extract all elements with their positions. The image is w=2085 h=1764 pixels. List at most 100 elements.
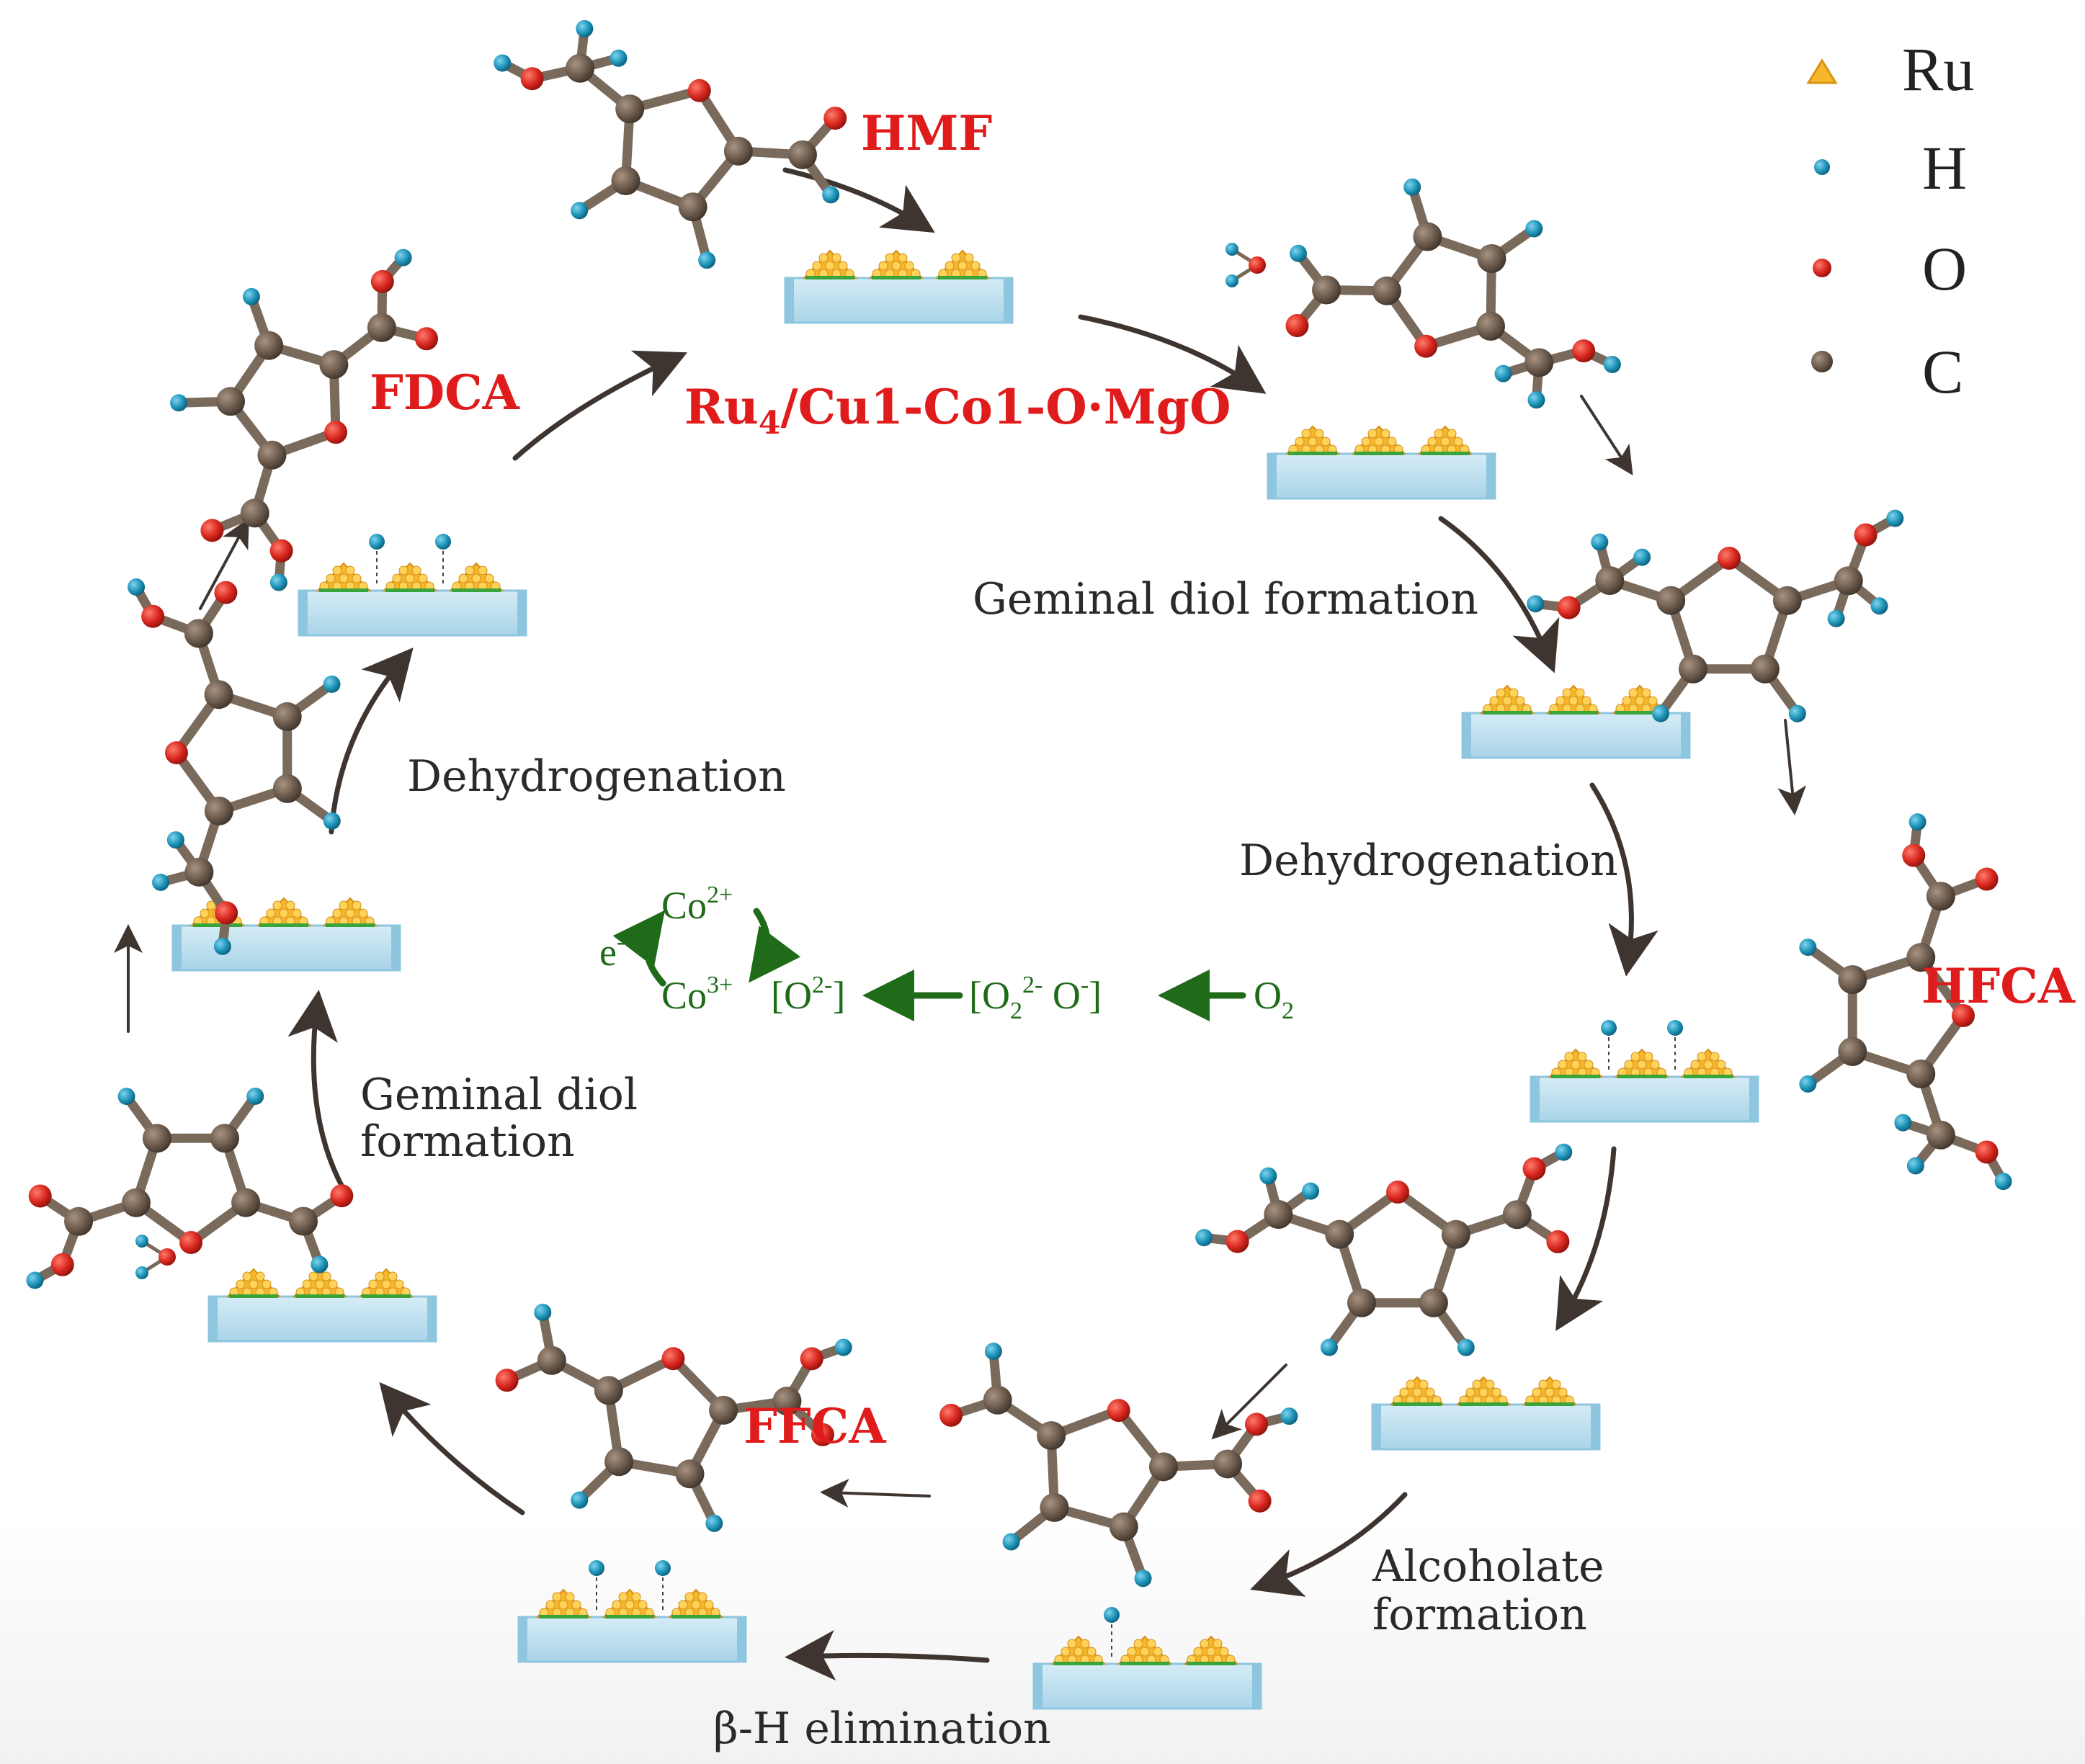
arrow-to-middle-bottom <box>1211 1364 1287 1440</box>
peroxo-open: [O <box>969 974 1010 1017</box>
step-labels: Geminal diol formation Dehydrogenation A… <box>360 574 1618 1754</box>
catalyst-support <box>207 1268 437 1343</box>
catalyst-support <box>1267 425 1496 500</box>
molecule-hmf <box>494 19 847 269</box>
hydroxide-reactant <box>1225 243 1266 287</box>
catalyst-subscript: 4 <box>759 405 781 442</box>
catalyst-supports <box>171 249 1759 1710</box>
arrow-alcoholate-formation <box>1250 1492 1408 1597</box>
electron-label: e- <box>599 928 625 974</box>
catalyst-support <box>784 249 1014 324</box>
ru-cluster <box>1117 1635 1173 1665</box>
oxide-species-label: [O2-] <box>771 972 845 1017</box>
ru-cluster <box>668 1588 724 1619</box>
step-dehydrogenation-right: Dehydrogenation <box>1239 836 1618 886</box>
co3-plus-label: Co3+ <box>661 972 733 1017</box>
catalyst-label: Ru4/Cu1-Co1-O·MgO <box>684 379 1231 442</box>
legend: Ru H O C <box>1806 35 1974 406</box>
hydroxide-reactant <box>135 1235 176 1279</box>
electron-charge: - <box>617 928 625 955</box>
oxide-close: ] <box>832 974 845 1017</box>
peroxo-species-label: [O22- O-] <box>969 972 1102 1024</box>
redox-cycle: Co2+ e- Co3+ [O2-] [O22- O-] O2 <box>599 882 1294 1024</box>
peroxo-close: ] <box>1089 974 1102 1017</box>
co2-charge: 2+ <box>707 882 733 908</box>
arrow-to-hfca <box>1777 719 1807 815</box>
molecules <box>26 19 2012 1588</box>
molecule-hfca <box>1799 813 2012 1191</box>
legend-label-ru: Ru <box>1902 35 1974 104</box>
arrow-to-geminal-right <box>1438 516 1560 673</box>
step-dehydrogenation-left: Dehydrogenation <box>407 751 786 802</box>
ru-cluster <box>1455 1376 1512 1406</box>
legend-c: C <box>1811 337 1963 406</box>
step-geminal-diol-right: Geminal diol formation <box>973 574 1478 624</box>
redox-curved-arrow-left <box>612 910 666 987</box>
legend-ru: Ru <box>1806 35 1974 104</box>
catalyst-ru: Ru <box>684 379 759 435</box>
catalyst-support <box>1530 1020 1759 1123</box>
ru-cluster <box>1417 425 1473 455</box>
molecule-fdca <box>170 249 439 591</box>
ru-cluster <box>382 562 438 592</box>
species-labels: HMF HFCA FFCA FDCA Ru4/Cu1-Co1-O·MgO <box>370 105 2076 1454</box>
molecule-alcoholate <box>1195 1143 1573 1356</box>
molecule-hmf-adsorbed <box>1285 178 1621 409</box>
ru-cluster <box>1183 1635 1239 1665</box>
catalyst-support <box>517 1560 747 1663</box>
arrow-to-left-bottom <box>379 1382 525 1515</box>
catalyst-support <box>298 534 527 637</box>
carbon-atom-icon <box>1811 351 1833 372</box>
molecule-geminal-diol-right <box>1527 509 1904 722</box>
redox-curved-arrow-right <box>749 908 801 983</box>
legend-label-o: O <box>1922 234 1967 303</box>
legend-h: H <box>1814 133 1967 202</box>
hydrogen-atom <box>435 534 451 550</box>
arrow-geminal-left <box>287 990 352 1202</box>
ru-cluster <box>1548 1048 1604 1078</box>
oxygen-atom-icon <box>1813 259 1831 277</box>
molecule-ffca <box>495 1303 852 1532</box>
label-ffca: FFCA <box>744 1398 886 1454</box>
peroxo-sub: 2 <box>1010 998 1022 1024</box>
catalyst-support <box>1371 1376 1601 1451</box>
o2-sub: 2 <box>1282 998 1294 1024</box>
ru-cluster <box>448 562 504 592</box>
ru-cluster <box>1522 1376 1578 1406</box>
hydrogen-atom <box>1104 1607 1120 1623</box>
peroxo-mid: O <box>1042 974 1081 1017</box>
ru-cluster <box>316 562 372 592</box>
step-alcoholate-line1: Alcoholate <box>1372 1541 1604 1592</box>
step-geminal-diol-left-line2: formation <box>360 1116 575 1167</box>
label-hfca: HFCA <box>1921 958 2076 1014</box>
hydrogen-atom <box>1601 1020 1617 1036</box>
oxide-open: [O <box>771 974 812 1017</box>
ru-cluster <box>292 1268 348 1298</box>
catalyst-support <box>1461 684 1691 759</box>
ru-cluster <box>535 1588 591 1619</box>
molecule-ffca-adsorbed <box>939 1343 1298 1588</box>
step-beta-h-elimination: β-H elimination <box>713 1703 1051 1754</box>
co2-text: Co <box>661 884 707 927</box>
ru-cluster <box>256 897 312 927</box>
hydrogen-atom <box>589 1560 604 1576</box>
step-geminal-diol-left-line1: Geminal diol <box>360 1070 638 1120</box>
electron-text: e <box>599 931 617 974</box>
co3-text: Co <box>661 974 707 1017</box>
ru-cluster <box>802 249 858 279</box>
o2-text: O <box>1254 974 1282 1017</box>
ru-cluster <box>1285 425 1341 455</box>
side-arrows <box>114 395 1807 1508</box>
label-fdca: FDCA <box>370 364 520 421</box>
catalyst-support <box>1032 1607 1262 1710</box>
superoxo-charge: - <box>1081 972 1089 998</box>
arrow-left-up-2 <box>199 518 249 610</box>
ru-cluster <box>1614 1048 1670 1078</box>
arrow-to-ffca <box>820 1479 931 1508</box>
oxygen-molecule-label: O2 <box>1254 974 1294 1024</box>
step-alcoholate-line2: formation <box>1372 1590 1587 1640</box>
arrow-hmf-to-catalyst <box>782 167 935 233</box>
ru-triangle-icon <box>1806 58 1838 84</box>
molecule-left-middle <box>128 578 341 955</box>
